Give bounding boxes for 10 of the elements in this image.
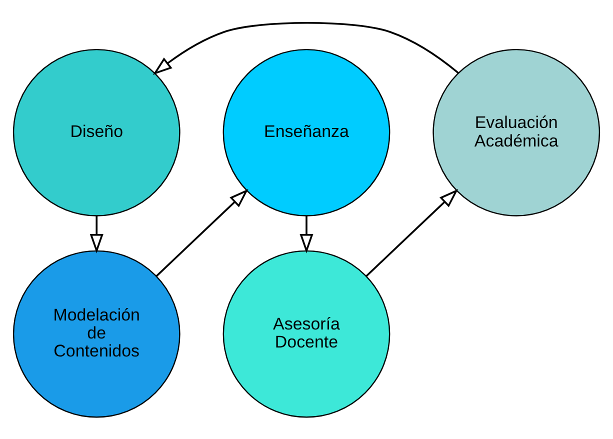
node-circle: Asesoría Docente — [222, 250, 390, 418]
node-circle: Enseñanza — [222, 48, 390, 216]
arrow — [366, 188, 458, 276]
node-circle: Evaluación Académica — [432, 48, 600, 216]
arrow — [300, 215, 314, 253]
arrow — [152, 21, 459, 74]
node-circle: Diseño — [12, 48, 180, 216]
node-circle: Modelación de Contenidos — [12, 250, 180, 418]
arrow — [90, 215, 104, 253]
arrow — [156, 188, 248, 276]
